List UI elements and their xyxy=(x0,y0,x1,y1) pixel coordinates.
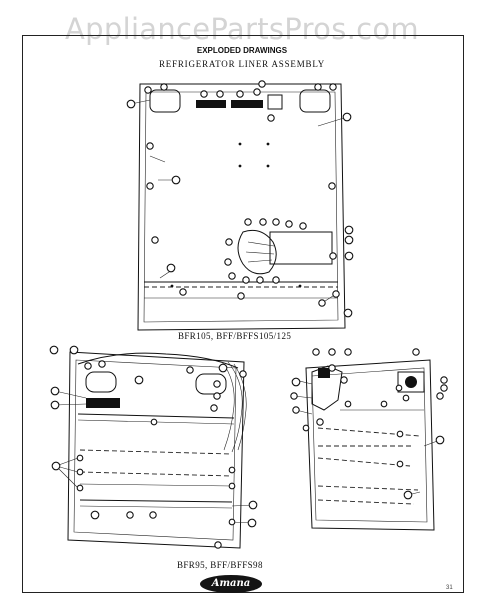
page-frame xyxy=(22,35,464,593)
page-title: EXPLODED DRAWINGS xyxy=(196,46,288,55)
top-right-hinge-block xyxy=(299,89,331,113)
bl-right-housing xyxy=(195,373,227,395)
control-panel-slot-right xyxy=(231,100,263,108)
bottom-diagram-caption: BFR95, BFF/BFFS98 xyxy=(177,560,263,570)
control-panel-slot-left xyxy=(196,100,226,108)
top-callouts xyxy=(126,80,354,318)
evaporator-cover xyxy=(269,231,333,265)
bl-tubing xyxy=(221,361,247,453)
top-liner-inner-edge xyxy=(143,91,339,323)
bottom-left-liner-diagram xyxy=(49,345,258,549)
top-left-hinge-block xyxy=(149,89,181,113)
page-number: 31 xyxy=(446,585,453,591)
bl-liner-outline xyxy=(67,351,245,549)
top-liner-outline xyxy=(137,83,346,331)
bl-left-housing xyxy=(85,371,117,393)
bottom-right-liner-diagram xyxy=(290,348,448,531)
thermostat-box xyxy=(267,94,283,110)
bottom-right-callouts xyxy=(290,348,448,500)
bottom-left-callouts xyxy=(49,345,258,549)
amana-logo: Amana xyxy=(200,575,262,593)
page-subtitle: REFRIGERATOR LINER ASSEMBLY xyxy=(158,59,326,69)
br-control-block xyxy=(397,371,425,393)
watermark: AppliancePartsPros.com xyxy=(65,12,419,46)
bl-dark-panel xyxy=(86,398,120,408)
fan-housing xyxy=(237,229,277,275)
br-liner-outline xyxy=(305,359,435,531)
top-diagram-caption: BFR105, BFF/BFFS105/125 xyxy=(178,331,292,341)
top-liner-diagram xyxy=(126,80,354,331)
br-left-bracket xyxy=(311,365,343,411)
